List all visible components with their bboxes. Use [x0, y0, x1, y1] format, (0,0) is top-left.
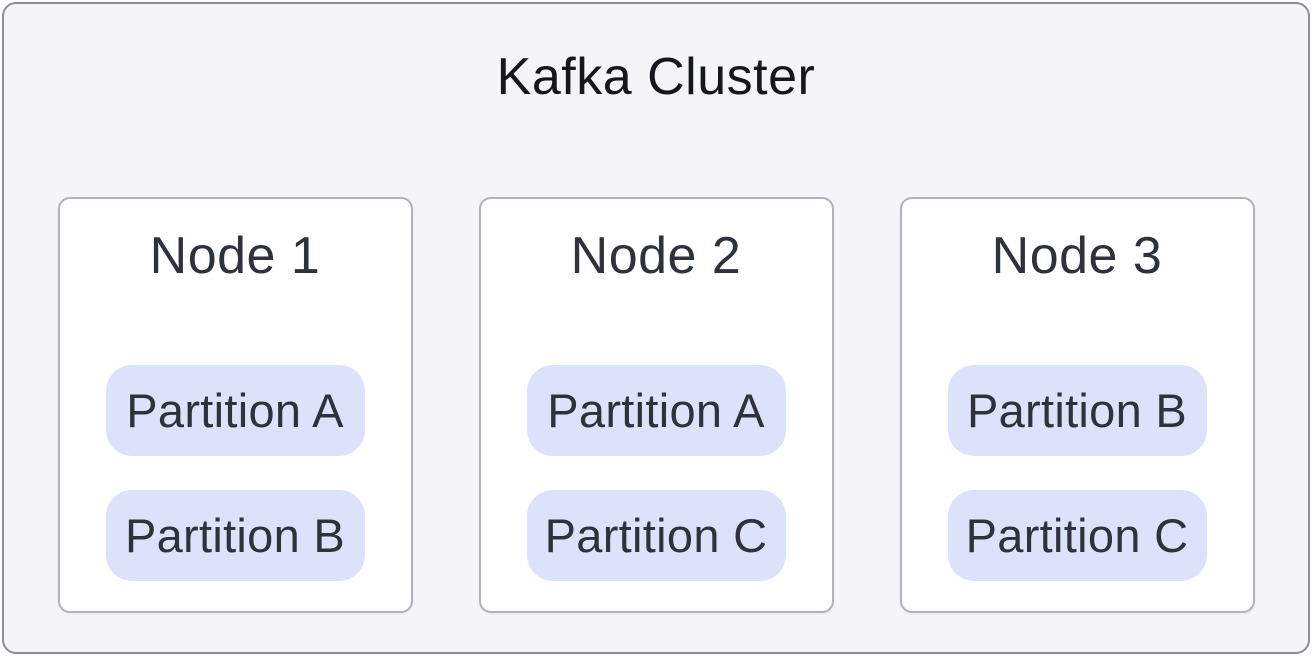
partition-pill: Partition B [105, 490, 365, 581]
partition-pill: Partition A [526, 365, 786, 456]
partition-pill: Partition C [526, 490, 786, 581]
node-title: Node 2 [570, 227, 742, 285]
node-title: Node 1 [149, 227, 321, 285]
cluster-title: Kafka Cluster [496, 48, 816, 106]
partition-pill: Partition A [105, 365, 365, 456]
node-card-2: Node 2 Partition A Partition C [478, 197, 834, 613]
partition-pill: Partition C [947, 490, 1207, 581]
partition-pill: Partition B [947, 365, 1207, 456]
nodes-row: Node 1 Partition A Partition B Node 2 Pa… [4, 197, 1308, 613]
node-title: Node 3 [991, 227, 1163, 285]
node-card-1: Node 1 Partition A Partition B [57, 197, 413, 613]
node-card-3: Node 3 Partition B Partition C [899, 197, 1255, 613]
partition-list: Partition A Partition B [105, 365, 365, 581]
partition-list: Partition B Partition C [947, 365, 1207, 581]
partition-list: Partition A Partition C [526, 365, 786, 581]
